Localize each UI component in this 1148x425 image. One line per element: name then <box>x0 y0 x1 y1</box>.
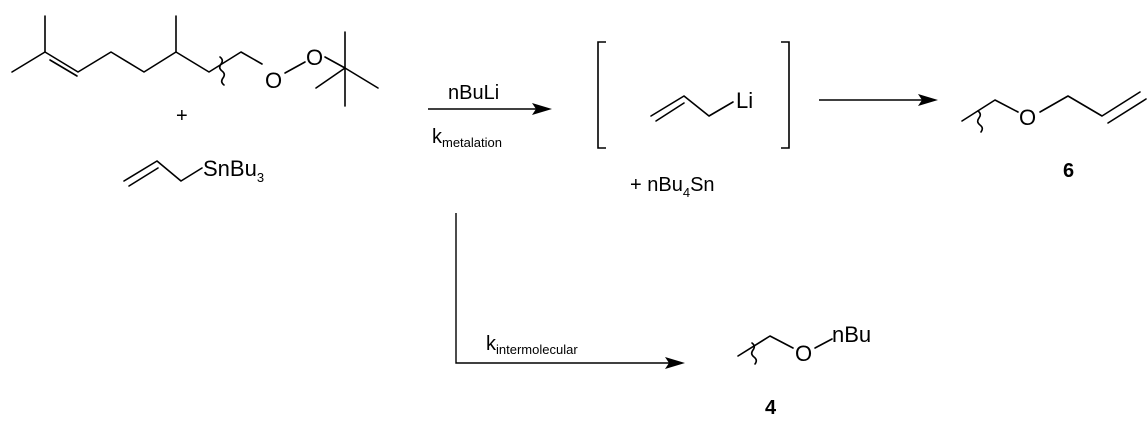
product6-oxygen: O <box>1019 105 1036 130</box>
intermolecular-arrow: kintermolecular <box>455 213 685 369</box>
peroxide-chain-bonds <box>44 51 263 73</box>
product4-chain-left <box>737 335 794 357</box>
o-o-bond <box>284 61 306 74</box>
compound-label-4: 4 <box>765 397 777 419</box>
alkene-second-bond <box>49 59 78 77</box>
product6-arrow <box>819 94 938 106</box>
tert-butyl-bonds <box>324 56 346 69</box>
metalation-arrowhead <box>532 103 552 115</box>
k-intermolecular-label: kintermolecular <box>486 333 578 357</box>
wavy-bond-icon <box>218 56 226 86</box>
allyllithium-intermediate: Li + nBu4Sn <box>597 41 790 200</box>
k-metalation-label: kmetalation <box>432 126 502 150</box>
compound-label-6: 6 <box>1063 160 1074 182</box>
tbu-left <box>315 67 346 89</box>
oxygen-atom-1: O <box>265 68 282 93</box>
peroxide-skeleton-bonds <box>11 15 46 73</box>
intermolecular-arrowhead <box>665 357 685 369</box>
tetrabutyltin-byproduct: + nBu4Sn <box>630 174 715 200</box>
tin-group-label: SnBu3 <box>203 156 264 185</box>
allyl-li-chain-bonds <box>650 95 734 117</box>
allyl-li-double-bond <box>655 102 685 122</box>
product6-wavy-bond-icon <box>976 110 984 133</box>
product-6: O 6 <box>961 91 1147 182</box>
peroxide-reactant: O O <box>11 15 379 107</box>
metalation-arrow: nBuLi kmetalation <box>428 82 552 150</box>
allyl-double-bond <box>128 167 159 187</box>
product6-chain-right <box>1039 91 1141 117</box>
left-bracket <box>597 41 606 149</box>
reagent-nbuli: nBuLi <box>448 82 499 104</box>
right-bracket <box>781 41 790 149</box>
product4-o-nbu-bond <box>814 338 833 349</box>
product4-oxygen: O <box>795 341 812 366</box>
product-4: O nBu 4 <box>737 322 871 419</box>
plus-sign: + <box>176 105 188 127</box>
lithium-atom: Li <box>736 88 753 113</box>
allyltin-reactant: SnBu3 <box>123 156 264 187</box>
tbu-right <box>344 67 379 89</box>
product6-double-bond <box>1107 98 1147 124</box>
allyl-chain-bonds <box>123 160 203 182</box>
intermolecular-arrow-line <box>455 213 671 364</box>
oxygen-atom-2: O <box>306 45 323 70</box>
product6-chain-left <box>961 99 1019 122</box>
product4-nbu: nBu <box>832 322 871 347</box>
product6-arrowhead <box>918 94 938 106</box>
